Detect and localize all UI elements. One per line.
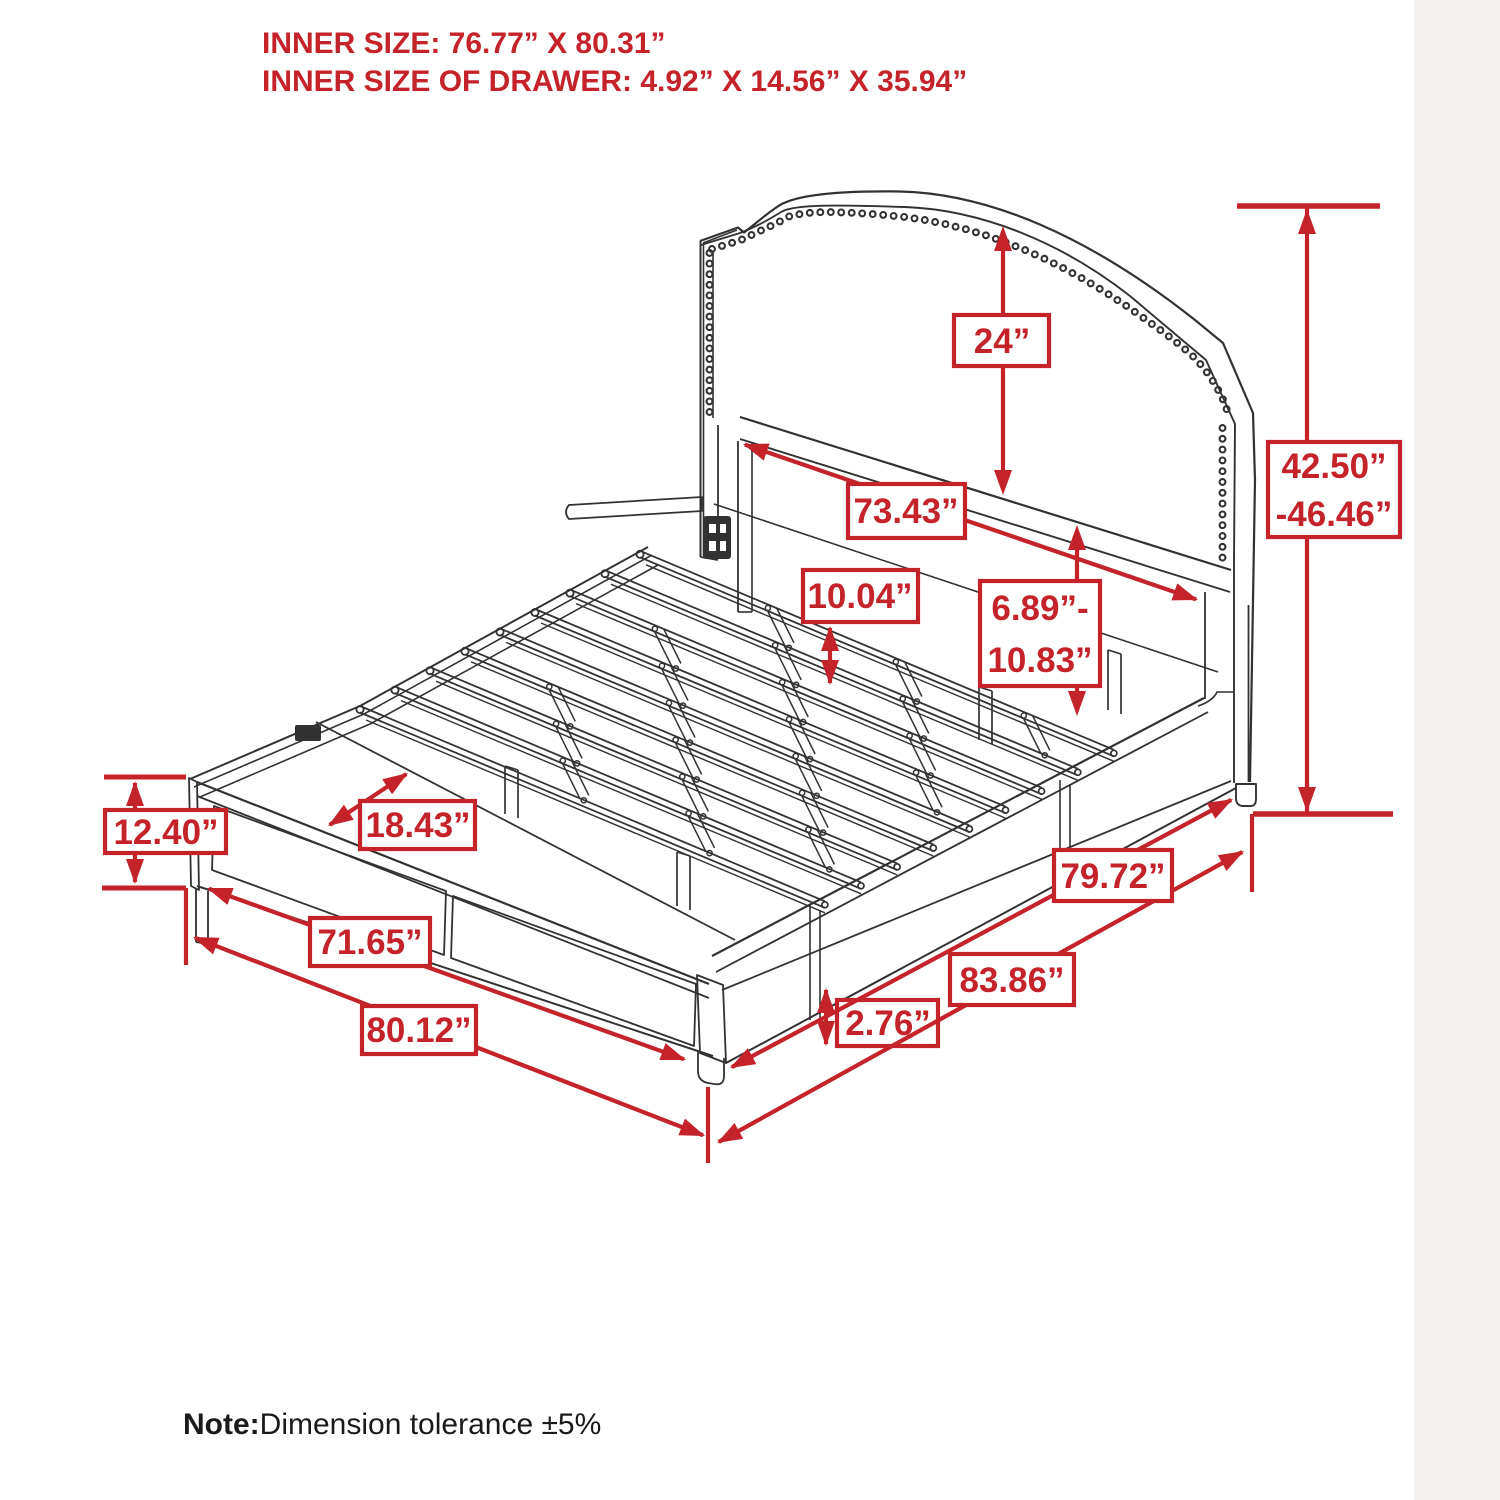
svg-text:10.83”: 10.83” <box>987 641 1092 680</box>
svg-text:73.43”: 73.43” <box>853 492 958 531</box>
svg-text:83.86”: 83.86” <box>959 961 1064 1000</box>
svg-text:10.04”: 10.04” <box>807 577 912 616</box>
svg-text:18.43”: 18.43” <box>365 806 470 845</box>
svg-text:2.76”: 2.76” <box>845 1004 931 1043</box>
svg-text:INNER SIZE: 76.77” X 80.31”: INNER SIZE: 76.77” X 80.31” <box>262 27 666 60</box>
svg-text:79.72”: 79.72” <box>1060 857 1165 896</box>
svg-text:24”: 24” <box>974 322 1030 361</box>
svg-text:42.50”: 42.50” <box>1281 447 1386 486</box>
svg-text:71.65”: 71.65” <box>317 923 422 962</box>
svg-text:12.40”: 12.40” <box>113 813 218 852</box>
svg-text:INNER SIZE OF DRAWER: 4.92” X: INNER SIZE OF DRAWER: 4.92” X 14.56” X 3… <box>262 65 967 98</box>
svg-text:6.89”-: 6.89”- <box>991 589 1088 628</box>
svg-text:Note:Dimension tolerance ±5%: Note:Dimension tolerance ±5% <box>183 1408 601 1441</box>
svg-text:-46.46”: -46.46” <box>1276 495 1393 534</box>
svg-text:80.12”: 80.12” <box>366 1011 471 1050</box>
